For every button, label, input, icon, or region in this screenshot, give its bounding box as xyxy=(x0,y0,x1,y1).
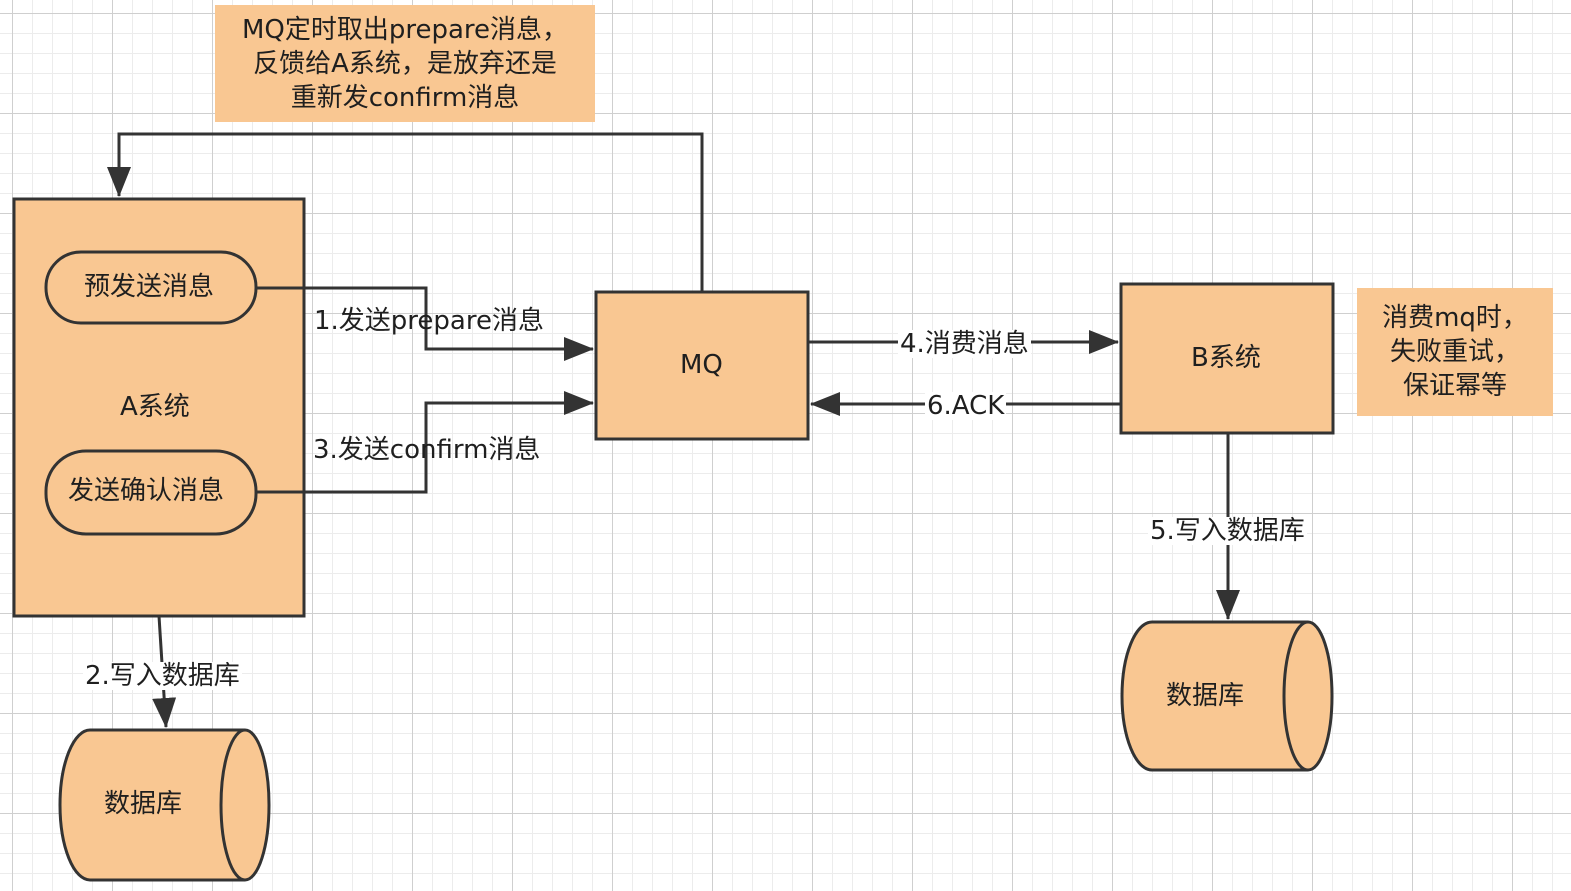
edge-label-write-db-b: 5.写入数据库 xyxy=(1148,516,1307,546)
edge-send-prepare xyxy=(256,286,594,361)
note-right-line-2: 失败重试， xyxy=(1389,337,1520,367)
note-mq-feedback: MQ定时取出prepare消息， 反馈给A系统，是放弃还是 重新发confirm… xyxy=(215,5,595,122)
confirm-message-label: 发送确认消息 xyxy=(68,476,225,506)
edge-label-send-confirm: 3.发送confirm消息 xyxy=(313,435,541,465)
edge-send-confirm xyxy=(256,391,594,494)
mq-label: MQ xyxy=(680,350,723,380)
edge-label-ack: 6.ACK xyxy=(925,391,1007,421)
prepare-message-label: 预发送消息 xyxy=(84,272,215,302)
edge-label-send-prepare: 1.发送prepare消息 xyxy=(314,306,544,336)
system-a-label: A系统 xyxy=(120,392,190,422)
note-right-line-3: 保证幂等 xyxy=(1402,371,1507,401)
note-top-line-1: MQ定时取出prepare消息， xyxy=(241,14,569,45)
note-top-line-3: 重新发confirm消息 xyxy=(290,82,520,113)
database-a-label: 数据库 xyxy=(104,789,183,819)
edge-label-consume: 4.消费消息 xyxy=(898,329,1031,359)
database-a-cylinder xyxy=(58,728,271,882)
database-b-cylinder xyxy=(1120,620,1334,772)
edge-mq-feedback xyxy=(107,132,704,292)
mq-box xyxy=(594,290,810,441)
note-right-line-1: 消费mq时， xyxy=(1382,303,1528,333)
note-top-line-2: 反馈给A系统，是放弃还是 xyxy=(253,48,557,79)
note-consume-retry: 消费mq时， 失败重试， 保证幂等 xyxy=(1357,288,1553,416)
database-b-label: 数据库 xyxy=(1166,681,1245,711)
system-b-box xyxy=(1119,282,1335,435)
system-b-label: B系统 xyxy=(1191,343,1261,373)
edge-label-write-db-a: 2.写入数据库 xyxy=(83,661,242,691)
